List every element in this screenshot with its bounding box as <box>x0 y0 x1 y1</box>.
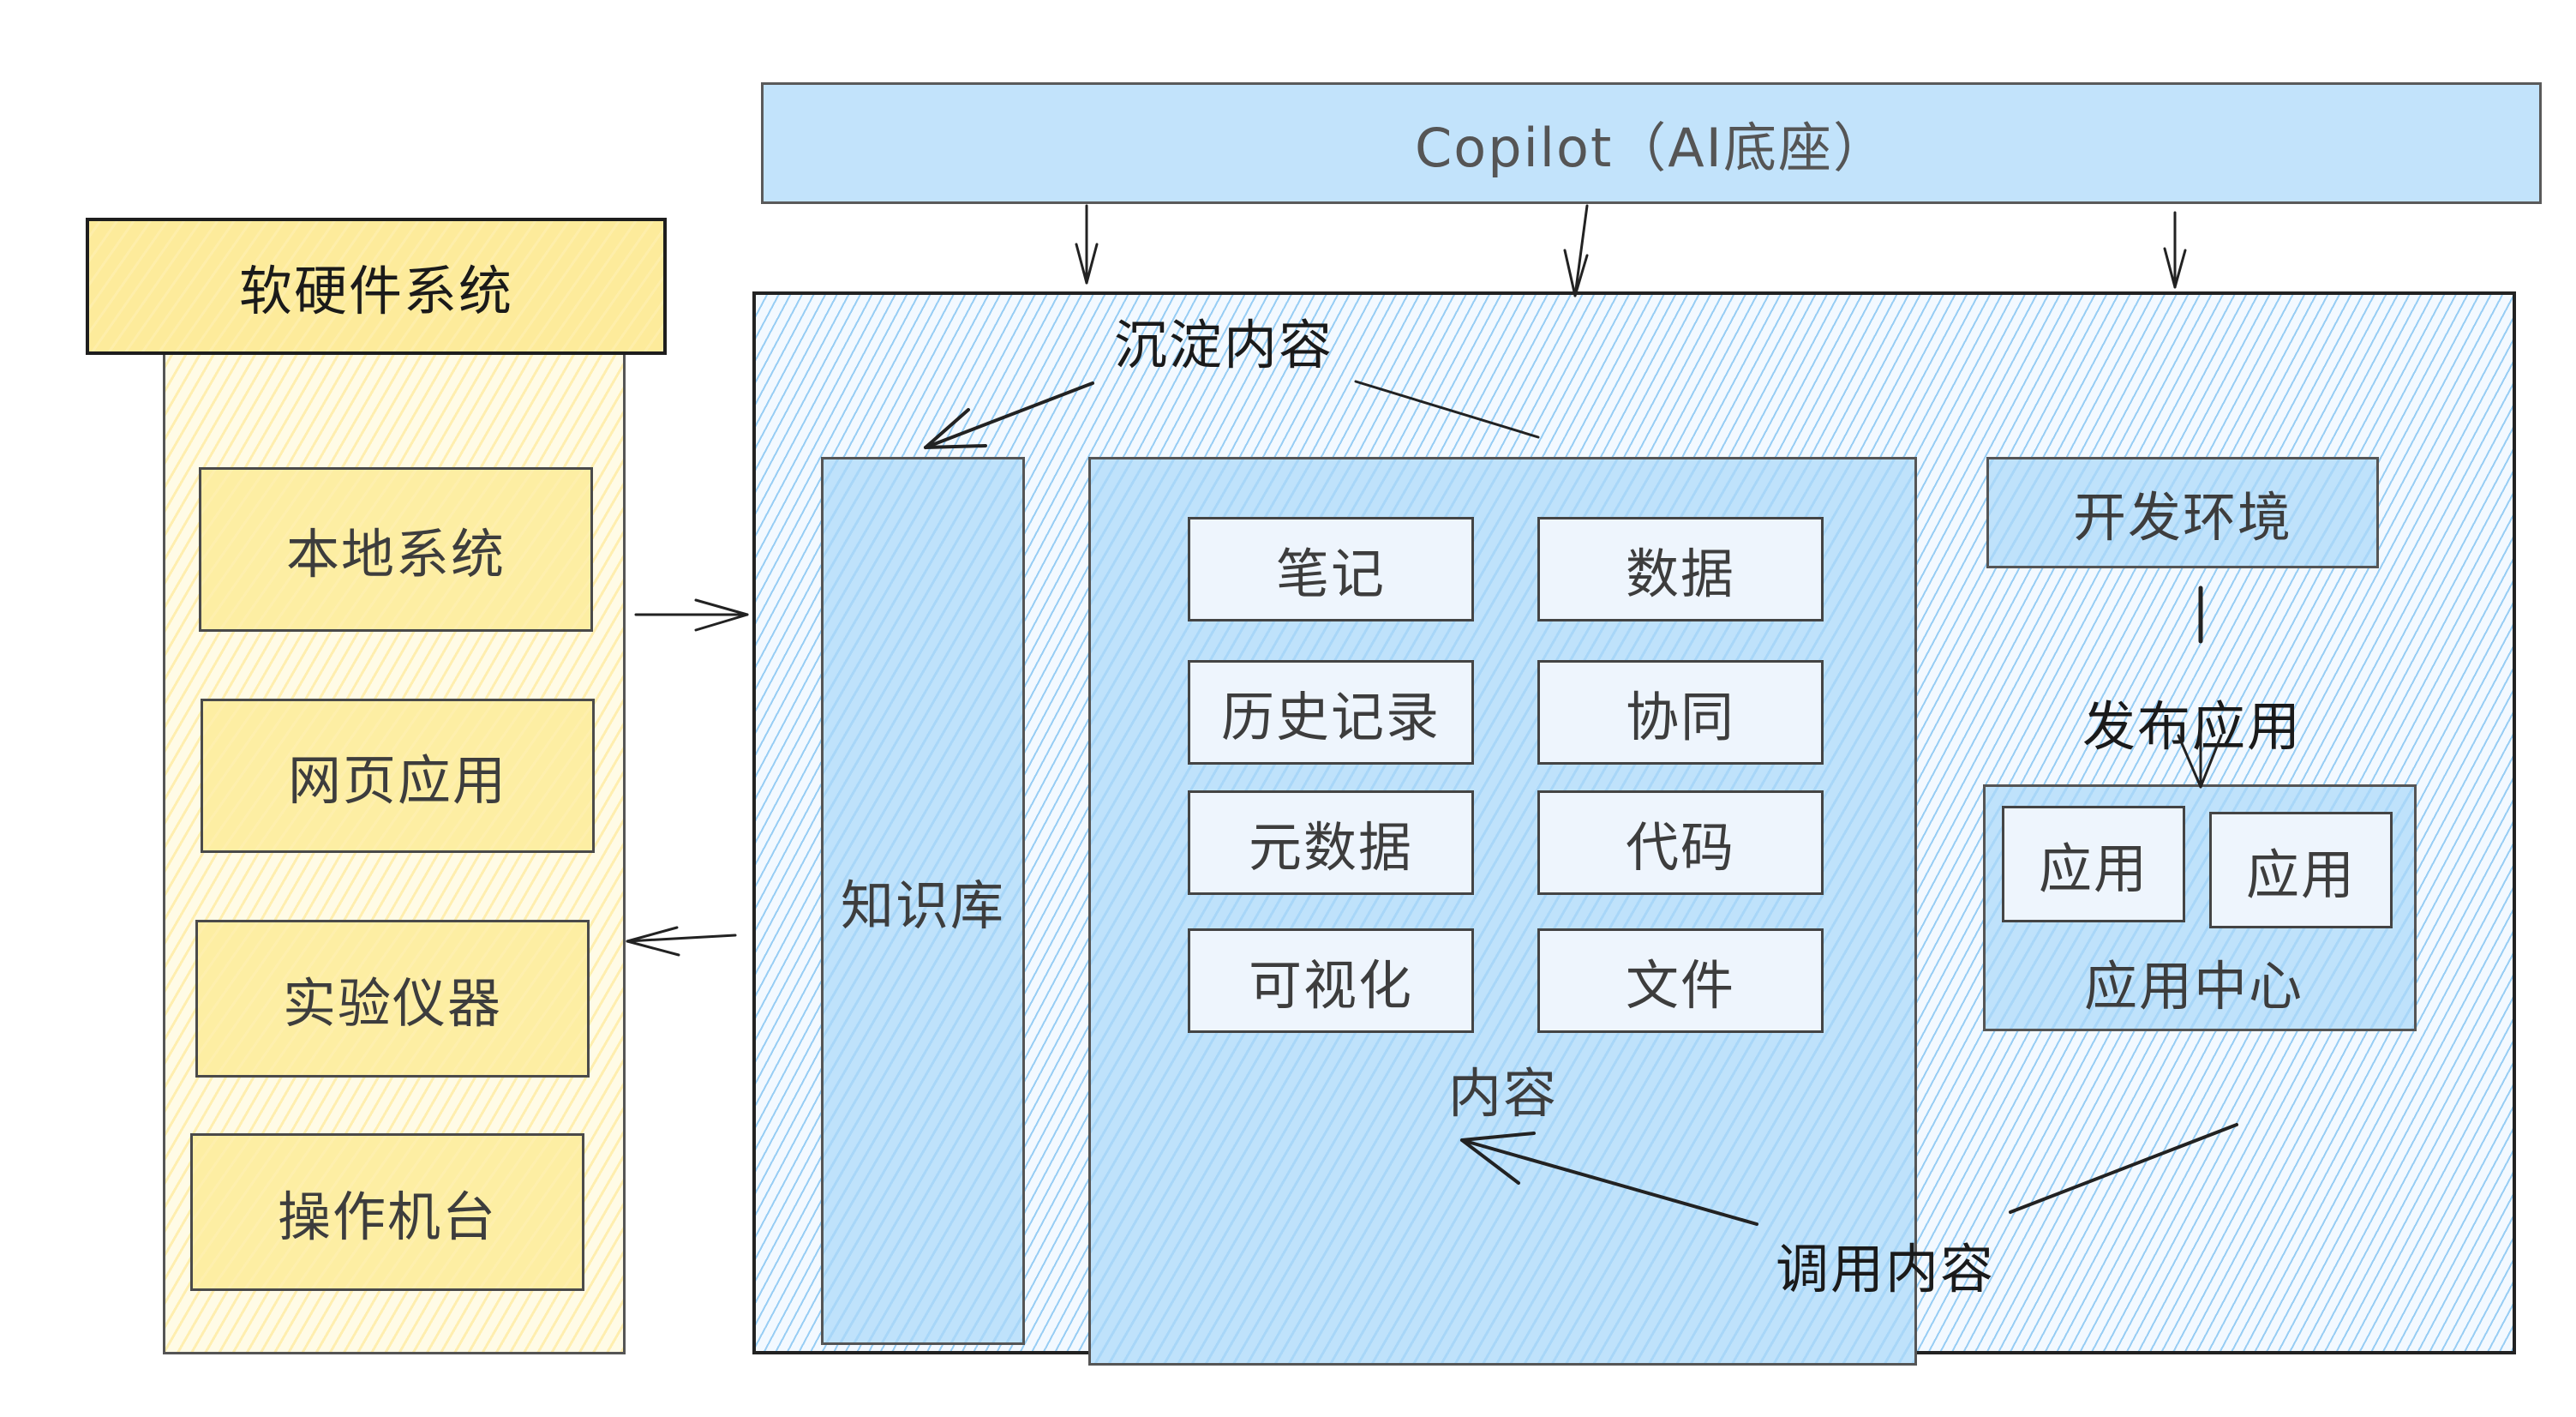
content-item-notes: 笔记 <box>1188 517 1474 621</box>
content-item-label: 文件 <box>1625 954 1735 1017</box>
hw-item-web-app: 网页应用 <box>201 699 595 853</box>
publish-label: 发布应用 <box>2082 695 2303 758</box>
content-item-data: 数据 <box>1537 517 1824 621</box>
app-center-title: 应用中心 <box>2084 955 2304 1018</box>
content-item-label: 协同 <box>1625 686 1735 748</box>
content-item-code: 代码 <box>1537 790 1824 895</box>
dev-environment-label: 开发环境 <box>2072 486 2292 549</box>
knowledge-base-box: 知识库 <box>821 457 1025 1345</box>
app-tile: 应用 <box>2002 806 2185 922</box>
arrow-copilot-to-platform-2 <box>1563 204 1589 297</box>
content-item-label: 数据 <box>1625 543 1735 605</box>
content-item-label: 笔记 <box>1275 543 1386 605</box>
content-item-history: 历史记录 <box>1188 660 1474 765</box>
copilot-box: Copilot（AI底座） <box>761 82 2542 204</box>
content-item-label: 代码 <box>1625 816 1735 879</box>
arrow-platform-to-hw <box>626 926 737 957</box>
invoke-label: 调用内容 <box>1776 1238 1996 1300</box>
copilot-label: Copilot（AI底座） <box>1415 117 1888 179</box>
hw-item-label: 实验仪器 <box>282 972 502 1035</box>
hw-item-local-system: 本地系统 <box>199 467 593 632</box>
arrow-hw-to-platform <box>634 598 749 632</box>
hw-item-label: 操作机台 <box>277 1186 497 1248</box>
content-title: 内容 <box>1448 1062 1559 1125</box>
content-item-visualization: 可视化 <box>1188 928 1474 1033</box>
hw-item-label: 网页应用 <box>287 749 507 812</box>
app-tile-label: 应用 <box>2245 844 2356 906</box>
content-item-metadata: 元数据 <box>1188 790 1474 895</box>
arrow-copilot-to-platform-3 <box>2163 211 2187 289</box>
content-item-collaboration: 协同 <box>1537 660 1824 765</box>
app-tile: 应用 <box>2209 812 2393 928</box>
content-item-files: 文件 <box>1537 928 1824 1033</box>
content-item-label: 可视化 <box>1248 954 1413 1017</box>
arrow-copilot-to-platform-1 <box>1075 204 1099 285</box>
hw-item-lab-instrument: 实验仪器 <box>195 920 590 1078</box>
hardware-software-header: 软硬件系统 <box>86 218 667 355</box>
knowledge-base-label: 知识库 <box>840 874 1005 937</box>
app-tile-label: 应用 <box>2038 838 2148 900</box>
sediment-label: 沉淀内容 <box>1114 314 1334 376</box>
hw-item-operation-console: 操作机台 <box>190 1133 584 1291</box>
hardware-software-title: 软硬件系统 <box>238 260 513 322</box>
dev-environment-box: 开发环境 <box>1986 457 2379 568</box>
hw-item-label: 本地系统 <box>285 523 506 585</box>
content-item-label: 历史记录 <box>1220 686 1441 748</box>
content-item-label: 元数据 <box>1248 816 1413 879</box>
